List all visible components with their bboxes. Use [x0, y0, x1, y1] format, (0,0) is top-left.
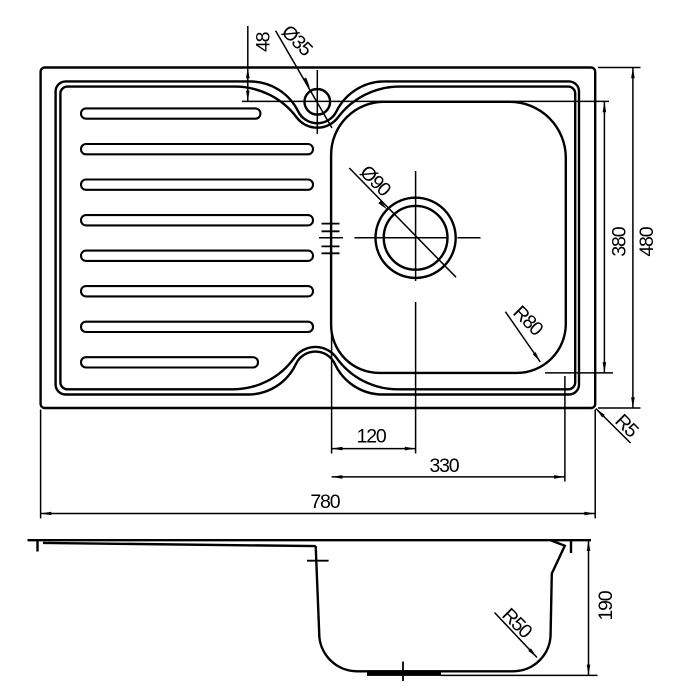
svg-text:330: 330 [430, 455, 460, 477]
svg-text:780: 780 [310, 491, 340, 513]
svg-text:480: 480 [636, 226, 658, 256]
svg-text:48: 48 [253, 32, 275, 52]
svg-text:120: 120 [357, 426, 387, 448]
svg-text:380: 380 [608, 226, 630, 256]
svg-text:190: 190 [595, 590, 617, 620]
